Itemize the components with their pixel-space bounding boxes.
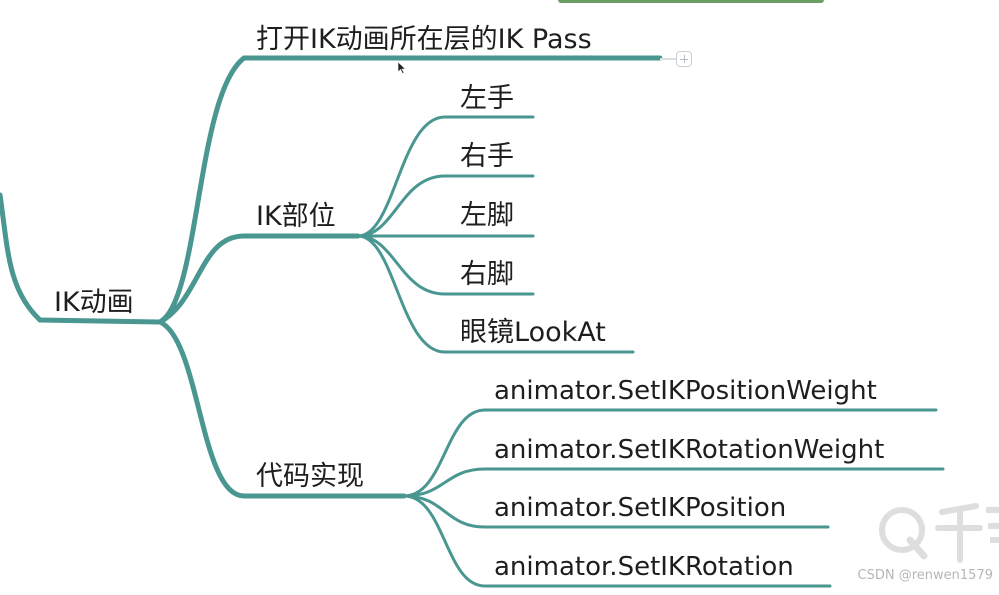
branch-code-rotation <box>402 494 832 588</box>
branch-ikparts-left-hand <box>356 115 535 238</box>
branch-code-rotation-weight <box>402 467 945 498</box>
node-lookat[interactable]: 眼镜LookAt <box>460 317 606 348</box>
branch-root-to-ikparts <box>157 233 361 325</box>
top-node-edge <box>558 0 824 3</box>
mouse-pointer-icon <box>398 62 406 74</box>
node-set-ik-rotation[interactable]: animator.SetIKRotation <box>494 552 794 582</box>
node-right-foot[interactable]: 右脚 <box>460 259 514 290</box>
qianfeng-logo <box>879 503 999 563</box>
node-right-hand[interactable]: 右手 <box>460 141 514 172</box>
branch-ikparts-right-foot <box>356 234 535 296</box>
node-set-ik-position[interactable]: animator.SetIKPosition <box>494 493 787 523</box>
branch-ikparts-lookat <box>356 234 635 354</box>
plus-square-icon[interactable] <box>676 51 692 67</box>
node-code-impl[interactable]: 代码实现 <box>256 461 364 492</box>
branch-ikparts-right-hand <box>356 174 535 238</box>
node-set-ik-rotation-weight[interactable]: animator.SetIKRotationWeight <box>494 435 885 465</box>
node-ik-pass[interactable]: 打开IK动画所在层的IK Pass <box>256 24 592 55</box>
branch-code-position <box>402 494 830 529</box>
node-set-ik-position-weight[interactable]: animator.SetIKPositionWeight <box>494 376 877 406</box>
csdn-watermark: CSDN @renwen1579 <box>857 568 993 583</box>
branch-root-to-code <box>157 319 407 499</box>
branch-root-incoming <box>0 192 163 325</box>
collapsed-branch-stub <box>660 58 676 60</box>
node-left-foot[interactable]: 左脚 <box>460 200 514 231</box>
node-left-hand[interactable]: 左手 <box>460 83 514 114</box>
branch-root-to-ikpass <box>157 55 663 325</box>
node-ik-parts[interactable]: IK部位 <box>256 201 336 232</box>
node-root[interactable]: IK动画 <box>54 287 134 318</box>
branch-code-position-weight <box>402 408 938 498</box>
